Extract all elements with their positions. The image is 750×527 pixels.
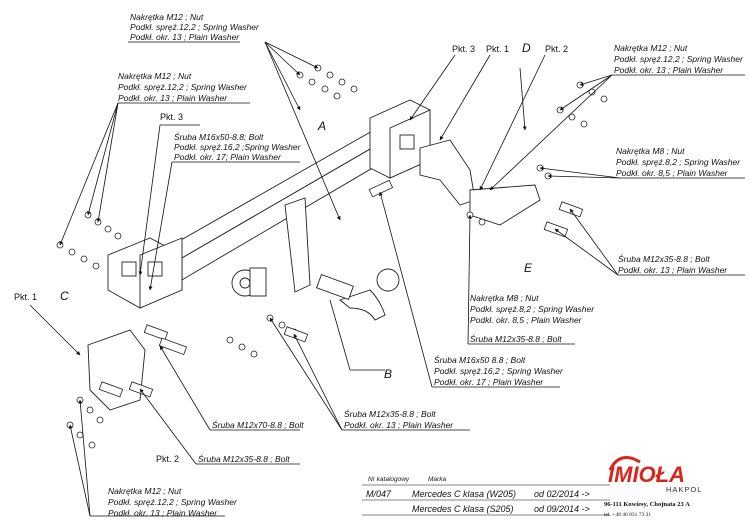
company-block: IMIOŁA HAKPOL 96-111 Kowiesy, Chojnata 2… [604, 456, 702, 518]
point-pkt1-top: Pkt. 1 [486, 44, 509, 54]
label-text: Podkł. okr. 13 ; Plain Washer [618, 265, 728, 275]
label-bolt-m16x50-left: Śruba M16x50-8.8; Bolt Podkł. spręż.16,2… [174, 131, 302, 162]
label-text: Podkł. okr. 13 ; Plain Washer [130, 32, 240, 42]
tow-ball [316, 268, 400, 321]
point-pkt3-left: Pkt. 3 [160, 112, 183, 122]
footer: Nr katalogowy Marka M/047 Mercedes C kla… [362, 476, 610, 516]
label-text: Podkł. spręż.8,2 ; Spring Washer [470, 304, 595, 314]
left-bracket [107, 237, 183, 309]
label-bottom-nut: Nakrętka M12 ; Nut Podkł. spręż.12,2 ; S… [108, 486, 238, 518]
label-text: Śruba M16x50 8.8 ; Bolt [434, 354, 526, 365]
model-row-2: Mercedes C klasa (S205) [412, 504, 514, 514]
part-letter-d: D [522, 41, 531, 55]
catalog-number: M/047 [366, 489, 392, 499]
company-sub: HAKPOL [666, 485, 702, 494]
part-letter-a: A [317, 119, 326, 133]
label-bolt-m16x50-mid: Śruba M16x50 8.8 ; Bolt Podkł. spręż.16,… [434, 354, 564, 387]
label-text: Podkł. okr. 17; Plain Washer [174, 152, 282, 162]
label-text: Podkł. spręż.12,2 ; Spring Washer [614, 54, 744, 64]
date-row-1: od 02/2014 -> [534, 489, 590, 499]
label-right-bolt: Śruba M12x35-8.8 ; Bolt Podkł. okr. 13 ;… [618, 253, 728, 275]
label-text: Podkł. okr. 13 ; Plain Washer [614, 65, 724, 75]
company-phone: tel. +48 46 831 73 31 [604, 512, 651, 518]
label-text: Podkł. okr. 8,5 ; Plain Washer [616, 168, 729, 178]
label-text: Podkł. spręż.16,2 ;Spring Washer [174, 142, 302, 152]
company-address: 96-111 Kowiesy, Chojnata 23 A [604, 501, 690, 508]
label-left-nut: Nakrętka M12 ; Nut Podkł. spręż.12,2 ; S… [118, 71, 248, 103]
label-text: Nakrętka M12 ; Nut [118, 71, 192, 81]
label-text: Podkł. okr. 8,5 ; Plain Washer [470, 315, 583, 325]
catalog-label: Nr katalogowy [368, 476, 410, 483]
label-text: Podkł. okr. 17 ; Plain Washer [434, 377, 544, 387]
label-bolt-m12x70: Śruba M12x70-8.8 ; Bolt [212, 419, 304, 430]
logo-swoosh-icon [608, 456, 641, 471]
company-logo: IMIOŁA [608, 462, 685, 487]
label-text: Nakrętka M12 ; Nut [108, 486, 182, 496]
bracket-e [469, 184, 541, 226]
point-pkt2-top: Pkt. 2 [545, 44, 568, 54]
plate-d [419, 139, 476, 206]
socket-plate [231, 197, 311, 297]
point-pkt2-bottom: Pkt. 2 [156, 454, 179, 464]
label-text: Śruba M16x50-8.8; Bolt [174, 131, 264, 142]
label-right-nut: Nakrętka M12 ; Nut Podkł. spręż.12,2 ; S… [614, 43, 744, 75]
part-letter-b: B [384, 367, 392, 381]
label-text: Nakrętka M12 ; Nut [614, 43, 688, 53]
label-bolt-m12x35-low: Śruba M12x35-8.8 ; Bolt [198, 453, 290, 464]
label-text: Podkł. okr. 13 ; Plain Washer [108, 508, 218, 518]
label-mid-bolt: Śruba M12x35-8.8 ; Bolt [470, 333, 562, 344]
fasteners [56, 64, 608, 449]
part-letter-e: E [524, 261, 533, 275]
date-row-2: od 09/2014 -> [534, 504, 590, 514]
label-right-m8: Nakrętka M8 ; Nut Podkł. spręż.8,2 ; Spr… [616, 146, 741, 178]
label-text: Śruba M12x35-8.8 ; Bolt [618, 253, 710, 264]
label-text: Podkł. spręż.8,2 ; Spring Washer [616, 157, 741, 167]
label-text: Podkł. okr. 13 ; Plain Washer [344, 420, 454, 430]
label-text: Nakrętka M12 ; Nut [130, 12, 204, 22]
label-mid-m8: Nakrętka M8 ; Nut Podkł. spręż.8,2 ; Spr… [470, 293, 595, 325]
part-letter-c: C [60, 289, 69, 303]
label-text: Podkł. okr. 13 ; Plain Washer [118, 93, 228, 103]
label-top-nut: Nakrętka M12 ; Nut Podkł. spręż.12,2 ; S… [130, 12, 260, 42]
label-low-bolt: Śruba M12x35-8.8 ; Bolt Podkł. okr. 13 ;… [344, 408, 454, 430]
label-text: Podkł. spręż.16,2 ; Spring Washer [434, 366, 564, 376]
label-text: Nakrętka M8 ; Nut [470, 293, 539, 303]
label-text: Podkł. spręż.12,2 ; Spring Washer [108, 497, 238, 507]
model-row-1: Mercedes C klasa (W205) [412, 489, 516, 499]
label-text: Śruba M12x35-8.8 ; Bolt [344, 408, 436, 419]
leader-lines [29, 41, 745, 517]
label-text: Podkł. spręż.12,2 ; Spring Washer [130, 22, 260, 32]
point-pkt1-left: Pkt. 1 [14, 292, 37, 302]
point-pkt3-top: Pkt. 3 [452, 44, 475, 54]
brand-label: Marka [428, 476, 446, 483]
label-text: Podkł. spręż.12,2 ; Spring Washer [118, 82, 248, 92]
label-text: Nakrętka M8 ; Nut [616, 146, 685, 156]
plate-c [87, 329, 146, 411]
